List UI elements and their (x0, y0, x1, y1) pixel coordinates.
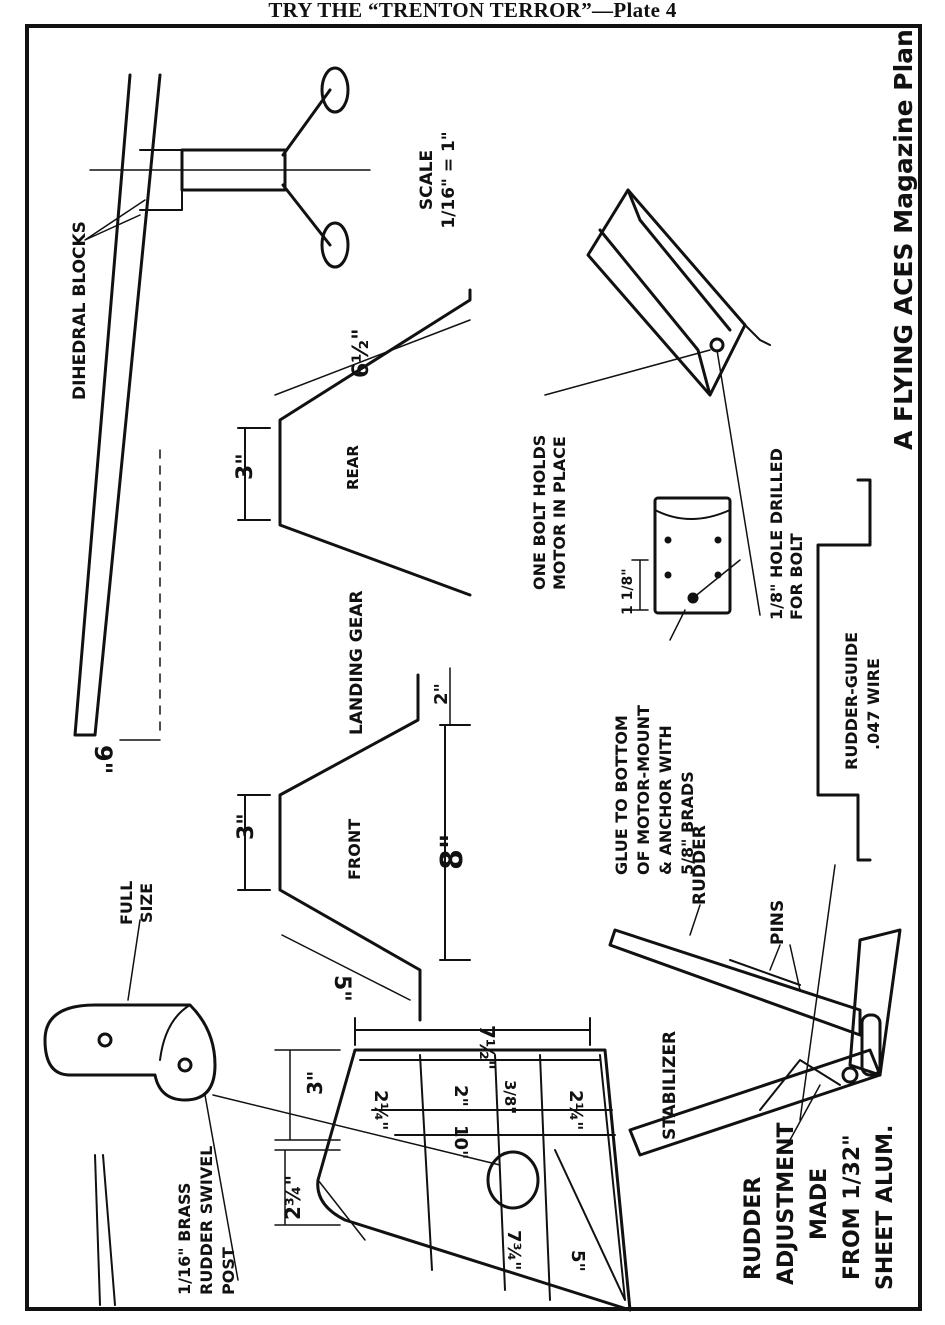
svg-text:2¼": 2¼" (370, 1090, 391, 1131)
glue-note: GLUE TO BOTTOM OF MOTOR-MOUNT & ANCHOR W… (612, 705, 697, 875)
svg-text:FROM 1/32": FROM 1/32" (840, 1134, 865, 1280)
front-leg-dim: 5" (329, 975, 354, 1002)
svg-text:2¾": 2¾" (281, 1175, 305, 1220)
svg-text:SCALE: SCALE (417, 150, 437, 210)
front-width-dim: 8" (435, 833, 470, 870)
svg-text:1/16" BRASS: 1/16" BRASS (175, 1183, 194, 1295)
svg-text:MOTOR IN PLACE: MOTOR IN PLACE (550, 436, 569, 590)
svg-text:RUDDER SWIVEL: RUDDER SWIVEL (197, 1146, 216, 1295)
mount-offset-dim: 1 1/8" (620, 568, 636, 615)
rear-label: REAR (344, 445, 362, 490)
svg-text:GLUE TO BOTTOM: GLUE TO BOTTOM (612, 715, 631, 875)
front-top-dim: 3" (234, 813, 259, 840)
swivel-post-note: 1/16" BRASS RUDDER SWIVEL POST (175, 1146, 238, 1295)
stabilizer-label: STABILIZER (660, 1031, 680, 1140)
svg-text:10": 10" (450, 1125, 471, 1159)
svg-text:7¾": 7¾" (503, 1230, 524, 1271)
svg-text:SHEET ALUM.: SHEET ALUM. (873, 1125, 898, 1290)
rudder-guide-drawing (816, 478, 872, 862)
svg-text:1/8" HOLE DRILLED: 1/8" HOLE DRILLED (767, 448, 786, 620)
tail-length-dim: 7½" (475, 1025, 499, 1070)
svg-text:2¼": 2¼" (565, 1090, 586, 1131)
svg-text:RUDDER: RUDDER (741, 1177, 766, 1280)
svg-text:POST: POST (219, 1247, 238, 1295)
plate-frame (25, 24, 922, 1311)
svg-text:OF MOTOR-MOUNT: OF MOTOR-MOUNT (634, 705, 653, 875)
pins-label: PINS (768, 900, 788, 945)
front-label: FRONT (345, 819, 364, 880)
motor-mount-drawing (544, 188, 771, 641)
svg-text:2": 2" (450, 1085, 471, 1107)
scale-label: SCALE 1/16" = 1" (417, 131, 459, 228)
svg-text:.047 WIRE: .047 WIRE (864, 658, 883, 750)
rudder-adjustment-note: RUDDER ADJUSTMENT MADE FROM 1/32" SHEET … (741, 1122, 898, 1290)
rear-top-dim: 3" (233, 453, 258, 480)
wing-span-dim: 9" (89, 745, 117, 774)
rudder-label: RUDDER (690, 825, 710, 905)
svg-text:FULL: FULL (117, 881, 136, 925)
svg-text:& ANCHOR WITH: & ANCHOR WITH (656, 725, 675, 875)
front-foot-dim: 2" (431, 683, 452, 705)
rudder-guide-note: RUDDER-GUIDE .047 WIRE (842, 632, 883, 770)
svg-text:FOR BOLT: FOR BOLT (787, 533, 806, 620)
tail-dims: 3" 2¾" 2¼" 2" 3/8" 2¼" 10" 7¾" 5" (281, 1071, 588, 1272)
tail-drawing (274, 1017, 632, 1312)
svg-text:SIZE: SIZE (137, 883, 156, 923)
svg-text:ONE BOLT HOLDS: ONE BOLT HOLDS (530, 435, 549, 590)
swivel-post-drawing (43, 919, 501, 1306)
full-size-label: FULL SIZE (117, 881, 156, 925)
svg-text:1/16" = 1": 1/16" = 1" (439, 131, 459, 228)
svg-text:RUDDER-GUIDE: RUDDER-GUIDE (842, 632, 861, 770)
bolt-note: ONE BOLT HOLDS MOTOR IN PLACE (530, 435, 569, 590)
dihedral-blocks-label: DIHEDRAL BLOCKS (70, 221, 90, 400)
svg-text:ADJUSTMENT: ADJUSTMENT (774, 1122, 799, 1285)
wing-drawing (73, 66, 371, 741)
credit-text: A FLYING ACES Magazine Plan (889, 29, 918, 450)
rudder-assembly-drawing (608, 864, 902, 1157)
svg-text:3/8": 3/8" (501, 1080, 519, 1114)
landing-gear-title: LANDING GEAR (347, 590, 367, 735)
hole-note: 1/8" HOLE DRILLED FOR BOLT (767, 448, 806, 620)
rear-leg-dim: 6½" (349, 328, 374, 378)
svg-text:MADE: MADE (807, 1168, 832, 1240)
front-gear-drawing (237, 667, 471, 1022)
plate-title: TRY THE “TRENTON TERROR”—Plate 4 (268, 0, 677, 22)
svg-text:3": 3" (303, 1071, 327, 1095)
rear-gear-drawing (237, 288, 472, 597)
svg-text:5": 5" (567, 1250, 588, 1272)
svg-text:5/8" BRADS: 5/8" BRADS (678, 771, 697, 875)
